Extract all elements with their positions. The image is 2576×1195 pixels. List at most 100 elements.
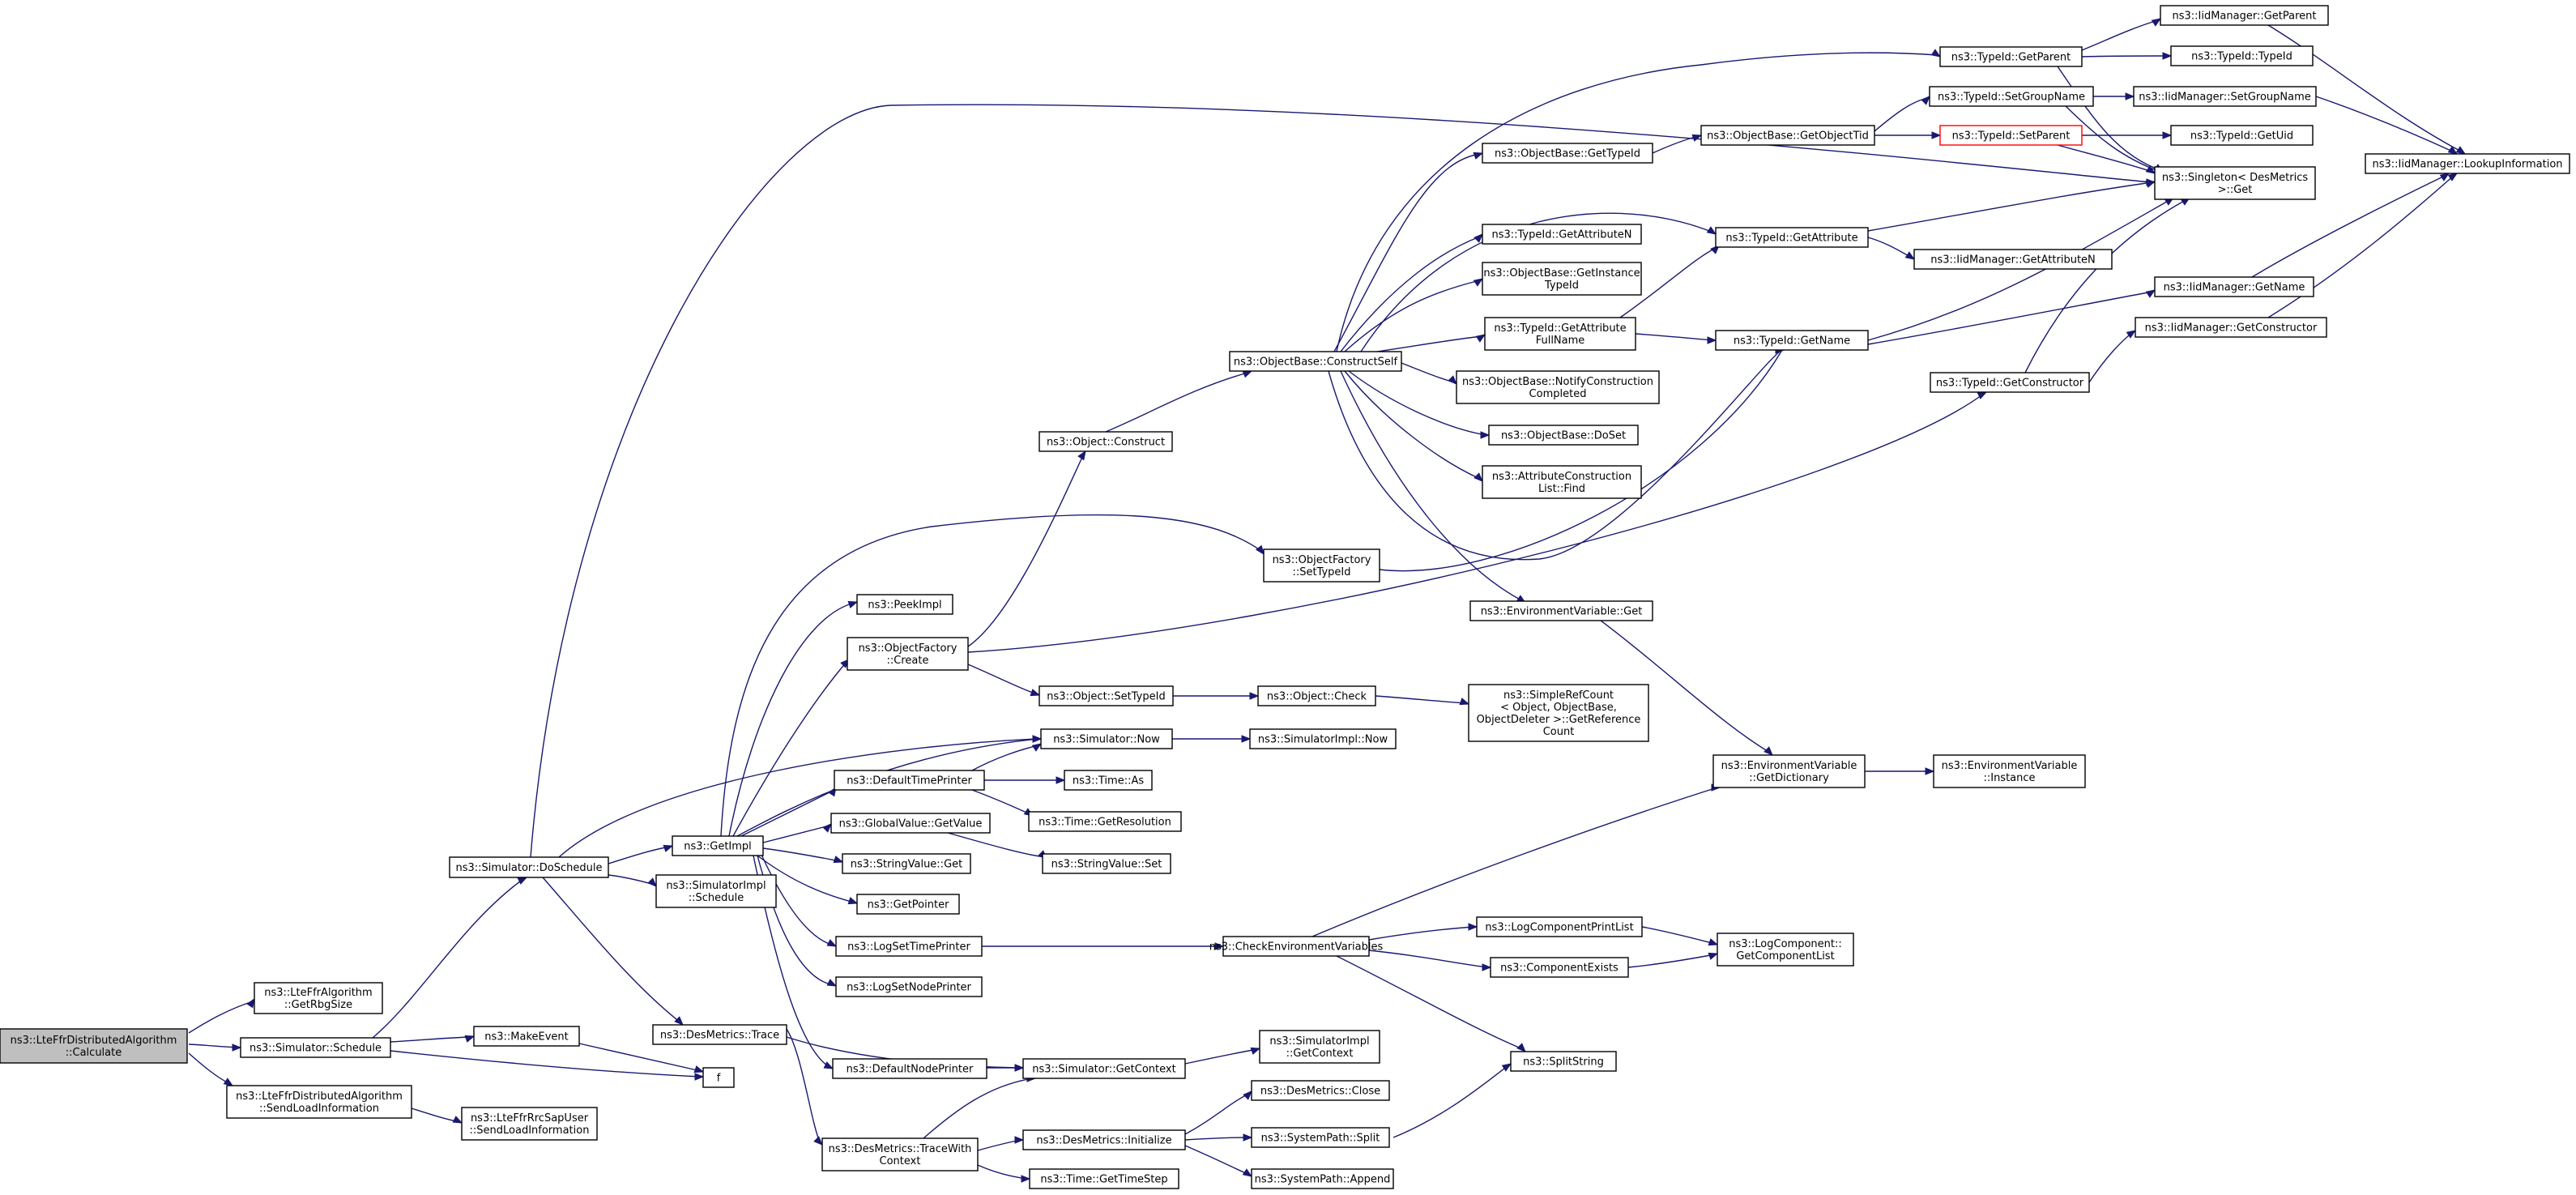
graph-node-tigetuid[interactable]: ns3::TypeId::GetUid bbox=[2170, 125, 2314, 146]
edge-line bbox=[967, 453, 1085, 647]
node-box bbox=[1029, 1168, 1179, 1189]
graph-node-mkev[interactable]: ns3::MakeEvent bbox=[473, 1026, 580, 1047]
graph-node-desinit[interactable]: ns3::DesMetrics::Initialize bbox=[1022, 1129, 1186, 1150]
graph-node-calc[interactable]: ns3::LteFfrDistributedAlgorithm::Calcula… bbox=[0, 1028, 188, 1064]
graph-node-iidsetgroup[interactable]: ns3::IidManager::SetGroupName bbox=[2133, 86, 2317, 107]
edge-line bbox=[608, 874, 655, 886]
edge-line bbox=[558, 738, 1038, 858]
node-box bbox=[1482, 224, 1642, 245]
graph-node-iidgetparent[interactable]: ns3::IidManager::GetParent bbox=[2160, 5, 2329, 26]
graph-node-iidlookup[interactable]: ns3::IidManager::LookupInformation bbox=[2365, 153, 2570, 174]
graph-node-deftime[interactable]: ns3::DefaultTimePrinter bbox=[834, 770, 985, 791]
graph-node-tigetparent[interactable]: ns3::TypeId::GetParent bbox=[1939, 46, 2083, 67]
graph-node-tigetattr[interactable]: ns3::TypeId::GetAttribute bbox=[1715, 227, 1869, 248]
graph-node-tigetattrn[interactable]: ns3::TypeId::GetAttributeN bbox=[1482, 224, 1642, 245]
graph-node-strget[interactable]: ns3::StringValue::Get bbox=[842, 853, 971, 874]
node-label: ns3::AttributeConstruction bbox=[1492, 471, 1631, 483]
graph-node-desclose[interactable]: ns3::DesMetrics::Close bbox=[1251, 1080, 1390, 1101]
graph-node-desmtrace[interactable]: ns3::DesMetrics::Trace bbox=[652, 1024, 787, 1045]
graph-node-iidgetctor[interactable]: ns3::IidManager::GetConstructor bbox=[2135, 317, 2327, 338]
edge-line bbox=[1368, 926, 1475, 941]
graph-node-simimplsched[interactable]: ns3::SimulatorImpl::Schedule bbox=[655, 874, 777, 908]
graph-node-tisetgroup[interactable]: ns3::TypeId::SetGroupName bbox=[1929, 86, 2094, 107]
graph-node-f[interactable]: f bbox=[702, 1067, 735, 1088]
graph-node-tisetparent[interactable]: ns3::TypeId::SetParent bbox=[1939, 125, 2083, 146]
edge-arrowhead bbox=[1904, 251, 1916, 260]
graph-node-getrbg[interactable]: ns3::LteFfrAlgorithm::GetRbgSize bbox=[254, 982, 383, 1014]
graph-node-tigetname[interactable]: ns3::TypeId::GetName bbox=[1715, 330, 1869, 351]
node-label: ns3::ObjectBase::GetTypeId bbox=[1495, 148, 1640, 160]
graph-node-splitstr[interactable]: ns3::SplitString bbox=[1510, 1051, 1617, 1072]
graph-node-sendload[interactable]: ns3::LteFfrDistributedAlgorithm::SendLoa… bbox=[226, 1085, 412, 1119]
graph-node-dosched[interactable]: ns3::Simulator::DoSchedule bbox=[449, 856, 609, 878]
graph-node-objsettype[interactable]: ns3::Object::SetTypeId bbox=[1039, 685, 1174, 706]
graph-node-timeres[interactable]: ns3::Time::GetResolution bbox=[1028, 811, 1182, 832]
graph-node-logsetnode[interactable]: ns3::LogSetNodePrinter bbox=[835, 976, 983, 997]
graph-node-timeas[interactable]: ns3::Time::As bbox=[1064, 770, 1153, 791]
graph-node-objcheck[interactable]: ns3::Object::Check bbox=[1257, 685, 1376, 706]
edge-line bbox=[2267, 24, 2463, 153]
node-box bbox=[847, 637, 969, 671]
graph-node-envdict[interactable]: ns3::EnvironmentVariable::GetDictionary bbox=[1712, 754, 1866, 788]
edge-line bbox=[1867, 181, 2153, 232]
node-box bbox=[1700, 125, 1875, 146]
node-label: ns3::LogSetTimePrinter bbox=[847, 941, 970, 954]
graph-node-pathappend[interactable]: ns3::SystemPath::Append bbox=[1251, 1168, 1394, 1189]
graph-node-obnotify[interactable]: ns3::ObjectBase::NotifyConstructionCompl… bbox=[1456, 370, 1660, 404]
graph-node-obdoset[interactable]: ns3::ObjectBase::DoSet bbox=[1488, 425, 1639, 446]
graph-node-titypeid[interactable]: ns3::TypeId::TypeId bbox=[2170, 45, 2314, 66]
graph-node-pathsplit[interactable]: ns3::SystemPath::Split bbox=[1251, 1127, 1390, 1148]
node-label: ::SetTypeId bbox=[1292, 566, 1350, 578]
graph-node-peekimpl[interactable]: ns3::PeekImpl bbox=[856, 594, 953, 615]
graph-node-envinst[interactable]: ns3::EnvironmentVariable::Instance bbox=[1933, 754, 2086, 788]
edge-arrowhead bbox=[1706, 226, 1717, 235]
graph-node-strset[interactable]: ns3::StringValue::Set bbox=[1042, 853, 1171, 874]
node-label: ns3::TypeId::GetName bbox=[1734, 335, 1850, 348]
edge-line bbox=[947, 832, 1046, 858]
graph-node-srcount[interactable]: ns3::SimpleRefCount< Object, ObjectBase,… bbox=[1468, 684, 1649, 742]
edge-arrowhead bbox=[826, 939, 838, 947]
graph-node-logprintlist[interactable]: ns3::LogComponentPrintList bbox=[1476, 916, 1643, 937]
graph-node-compexists[interactable]: ns3::ComponentExists bbox=[1490, 957, 1629, 978]
node-label: GetComponentList bbox=[1736, 950, 1834, 962]
graph-node-obgettype[interactable]: ns3::ObjectBase::GetTypeId bbox=[1482, 143, 1653, 164]
node-label: ns3::EnvironmentVariable bbox=[1721, 760, 1857, 772]
edge-arrowhead bbox=[1014, 1136, 1025, 1144]
graph-node-sched[interactable]: ns3::Simulator::Schedule bbox=[240, 1037, 391, 1058]
node-box bbox=[226, 1085, 412, 1119]
graph-node-simnow[interactable]: ns3::Simulator::Now bbox=[1040, 728, 1173, 749]
graph-node-logcomplist[interactable]: ns3::LogComponent::GetComponentList bbox=[1717, 933, 1854, 967]
graph-node-iidgetattrn[interactable]: ns3::IidManager::GetAttributeN bbox=[1913, 249, 2113, 270]
graph-node-iidgetname[interactable]: ns3::IidManager::GetName bbox=[2154, 276, 2314, 297]
graph-node-checkenv[interactable]: ns3::CheckEnvironmentVariables bbox=[1209, 936, 1384, 957]
graph-node-simimplnow[interactable]: ns3::SimulatorImpl::Now bbox=[1249, 728, 1397, 749]
graph-node-simimplctx[interactable]: ns3::SimulatorImpl::GetContext bbox=[1259, 1030, 1380, 1064]
node-label: TypeId bbox=[1544, 280, 1579, 292]
graph-node-envget[interactable]: ns3::EnvironmentVariable::Get bbox=[1469, 600, 1653, 621]
graph-node-timestep[interactable]: ns3::Time::GetTimeStep bbox=[1029, 1168, 1179, 1189]
graph-node-logsettime[interactable]: ns3::LogSetTimePrinter bbox=[835, 936, 983, 957]
graph-node-defnode[interactable]: ns3::DefaultNodePrinter bbox=[832, 1058, 987, 1079]
graph-node-obconstructself[interactable]: ns3::ObjectBase::ConstructSelf bbox=[1229, 351, 1402, 372]
node-box bbox=[1456, 370, 1660, 404]
edge-line bbox=[977, 1164, 1028, 1180]
graph-node-rrcsend[interactable]: ns3::LteFfrRrcSapUser::SendLoadInformati… bbox=[461, 1107, 598, 1141]
graph-node-objconstruct[interactable]: ns3::Object::Construct bbox=[1039, 431, 1173, 452]
graph-node-tigetctor[interactable]: ns3::TypeId::GetConstructor bbox=[1930, 372, 2090, 393]
graph-node-getimpl[interactable]: ns3::GetImpl bbox=[672, 835, 764, 856]
graph-node-simgetctx[interactable]: ns3::Simulator::GetContext bbox=[1022, 1058, 1186, 1079]
node-label: ns3::LteFfrRrcSapUser bbox=[471, 1112, 589, 1125]
graph-node-getptr[interactable]: ns3::GetPointer bbox=[856, 894, 960, 915]
graph-node-ofsettype[interactable]: ns3::ObjectFactory::SetTypeId bbox=[1263, 548, 1380, 583]
call-edge bbox=[188, 1043, 242, 1052]
graph-node-obgetobjtid[interactable]: ns3::ObjectBase::GetObjectTid bbox=[1700, 125, 1875, 146]
graph-node-singleton[interactable]: ns3::Singleton< DesMetrics>::Get bbox=[2154, 166, 2316, 200]
node-box bbox=[1933, 754, 2086, 788]
graph-node-ofcreate[interactable]: ns3::ObjectFactory::Create bbox=[847, 637, 969, 671]
graph-node-gvget[interactable]: ns3::GlobalValue::GetValue bbox=[830, 813, 991, 834]
edge-line bbox=[390, 1036, 472, 1043]
